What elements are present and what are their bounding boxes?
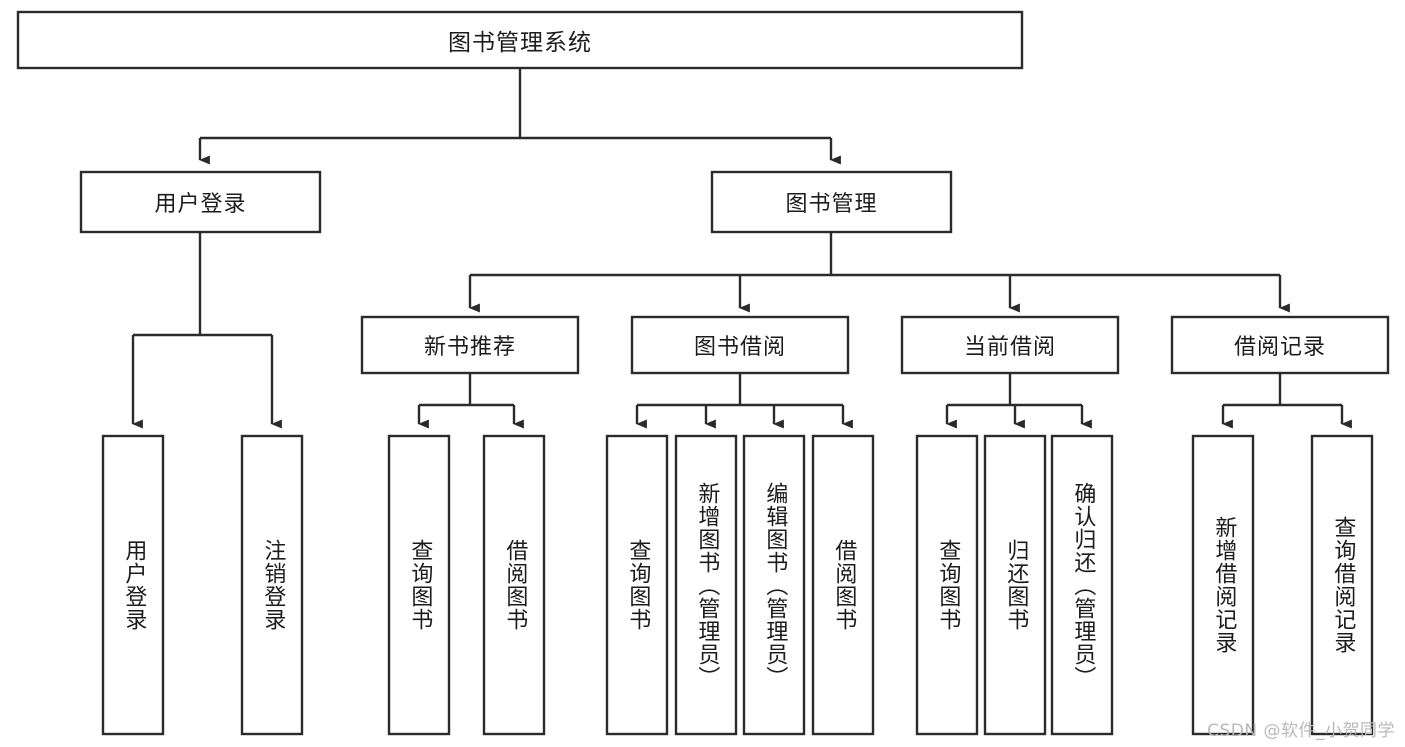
node-box-leaf-user-logout[interactable] <box>240 434 304 736</box>
node-box-root[interactable] <box>16 10 1024 70</box>
node-box-leaf-borrow-book-2[interactable] <box>811 434 875 736</box>
node-box-leaf-query-book-3[interactable] <box>915 434 979 736</box>
node-box-leaf-query-book-2[interactable] <box>605 434 669 736</box>
node-box-leaf-confirm-return[interactable] <box>1050 434 1114 736</box>
node-box-book-borrow[interactable] <box>630 315 850 375</box>
connector-group <box>131 68 1352 429</box>
node-box-leaf-borrow-book-1[interactable] <box>482 434 546 736</box>
node-box-leaf-query-book-1[interactable] <box>387 434 451 736</box>
node-box-group <box>16 10 1390 736</box>
node-box-leaf-return-book[interactable] <box>983 434 1047 736</box>
node-box-new-book-recommend[interactable] <box>360 315 580 375</box>
node-box-borrow-record[interactable] <box>1170 315 1390 375</box>
node-box-current-borrow[interactable] <box>900 315 1120 375</box>
node-box-leaf-add-record[interactable] <box>1191 434 1255 736</box>
node-box-leaf-user-login[interactable] <box>101 434 165 736</box>
node-box-leaf-add-book[interactable] <box>674 434 738 736</box>
watermark-text: CSDN @软件_小贺同学 <box>1207 721 1395 741</box>
node-box-leaf-edit-book[interactable] <box>742 434 806 736</box>
node-box-user-login[interactable] <box>79 170 322 234</box>
node-box-book-manage[interactable] <box>710 170 953 234</box>
node-box-leaf-query-record[interactable] <box>1310 434 1374 736</box>
